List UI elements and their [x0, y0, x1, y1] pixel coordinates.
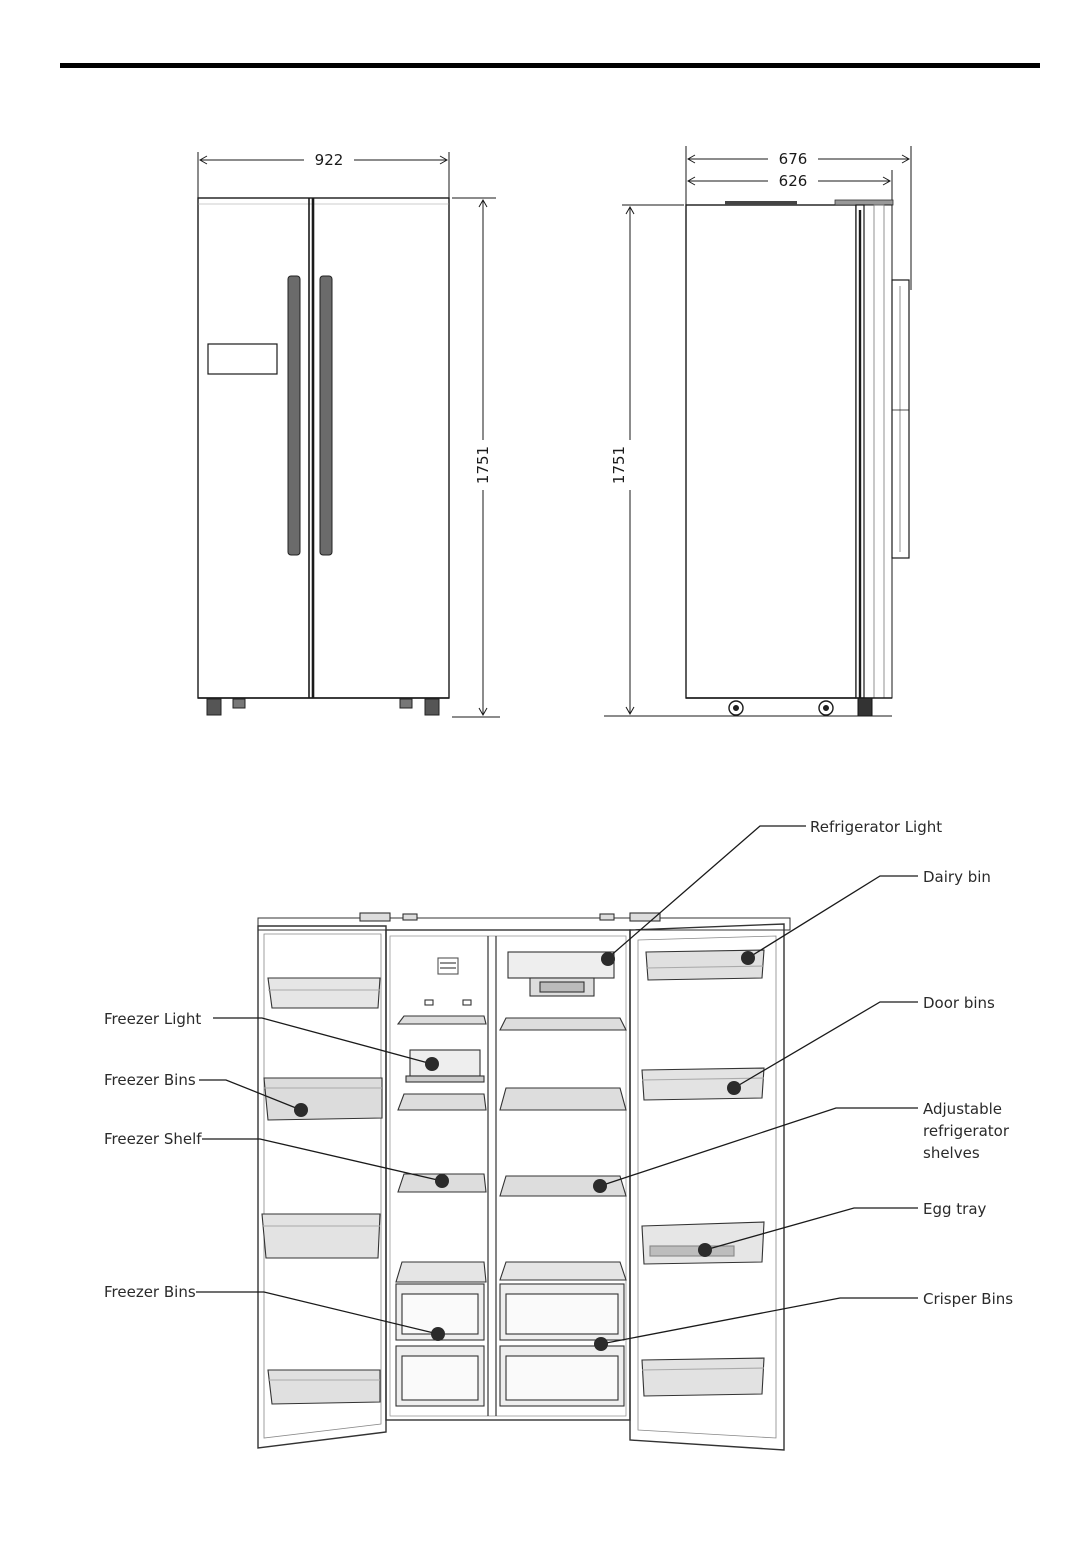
front-height-label: 1751 [474, 446, 492, 484]
side-cabinet [686, 205, 856, 698]
freezer-handle [288, 276, 300, 555]
side-height-label: 1751 [610, 446, 628, 484]
label-dairy-bin: Dairy bin [923, 868, 991, 886]
freezer-shelf-2 [398, 1094, 486, 1110]
freezer-door-bin-1 [268, 978, 380, 1008]
fridge-shelf-3 [500, 1176, 626, 1196]
label-freezer-bins-lower: Freezer Bins [104, 1283, 196, 1301]
top-vent [725, 201, 797, 205]
header-rule [60, 63, 1040, 68]
label-refrigerator-light: Refrigerator Light [810, 818, 942, 836]
fridge-shelf-2 [500, 1088, 626, 1110]
label-egg-tray: Egg tray [923, 1200, 987, 1218]
open-fridge [258, 913, 790, 1450]
freezer-light-housing [410, 1050, 480, 1076]
foot-right [425, 699, 439, 715]
dot-freezer-bins-lower [431, 1327, 445, 1341]
egg-tray [642, 1222, 764, 1264]
freezer-shelf-1 [398, 1016, 486, 1024]
label-adjustable-shelves-2: refrigerator [923, 1122, 1010, 1140]
side-depth-outer-label: 676 [779, 150, 808, 168]
fridge-door-bin-2 [642, 1358, 764, 1396]
fridge-light-housing [508, 952, 614, 978]
dot-door-bins [727, 1081, 741, 1095]
side-handle [892, 280, 909, 558]
leader-adjustable-shelves [600, 1108, 918, 1186]
dot-refrigerator-light [601, 952, 615, 966]
label-freezer-light: Freezer Light [104, 1010, 201, 1028]
dot-egg-tray [698, 1243, 712, 1257]
front-view [198, 152, 500, 717]
freezer-door-bin-3 [262, 1214, 380, 1258]
fridge-door-bin-1 [642, 1068, 764, 1100]
dot-freezer-shelf [435, 1174, 449, 1188]
dot-crisper-bins [594, 1337, 608, 1351]
leader-freezer-light [213, 1018, 432, 1064]
dot-freezer-bins-upper [294, 1103, 308, 1117]
dot-freezer-light [425, 1057, 439, 1071]
freezer-door-bin-4 [268, 1370, 380, 1404]
dispenser-display [208, 344, 277, 374]
side-view [604, 146, 911, 716]
leader-crisper-bins [601, 1298, 918, 1344]
fridge-handle [320, 276, 332, 555]
label-crisper-bins: Crisper Bins [923, 1290, 1013, 1308]
foot-left [207, 699, 221, 715]
dot-adjustable-shelves [593, 1179, 607, 1193]
side-depth-inner-label: 626 [779, 172, 808, 190]
label-adjustable-shelves-1: Adjustable [923, 1100, 1002, 1118]
dot-dairy-bin [741, 951, 755, 965]
freezer-door-bin-2 [264, 1078, 382, 1120]
label-freezer-shelf: Freezer Shelf [104, 1130, 202, 1148]
label-door-bins: Door bins [923, 994, 995, 1012]
front-width-label: 922 [315, 151, 344, 169]
label-adjustable-shelves-3: shelves [923, 1144, 980, 1162]
fridge-shelf-1 [500, 1018, 626, 1030]
leader-dairy-bin [748, 876, 918, 958]
label-freezer-bins-upper: Freezer Bins [104, 1071, 196, 1089]
